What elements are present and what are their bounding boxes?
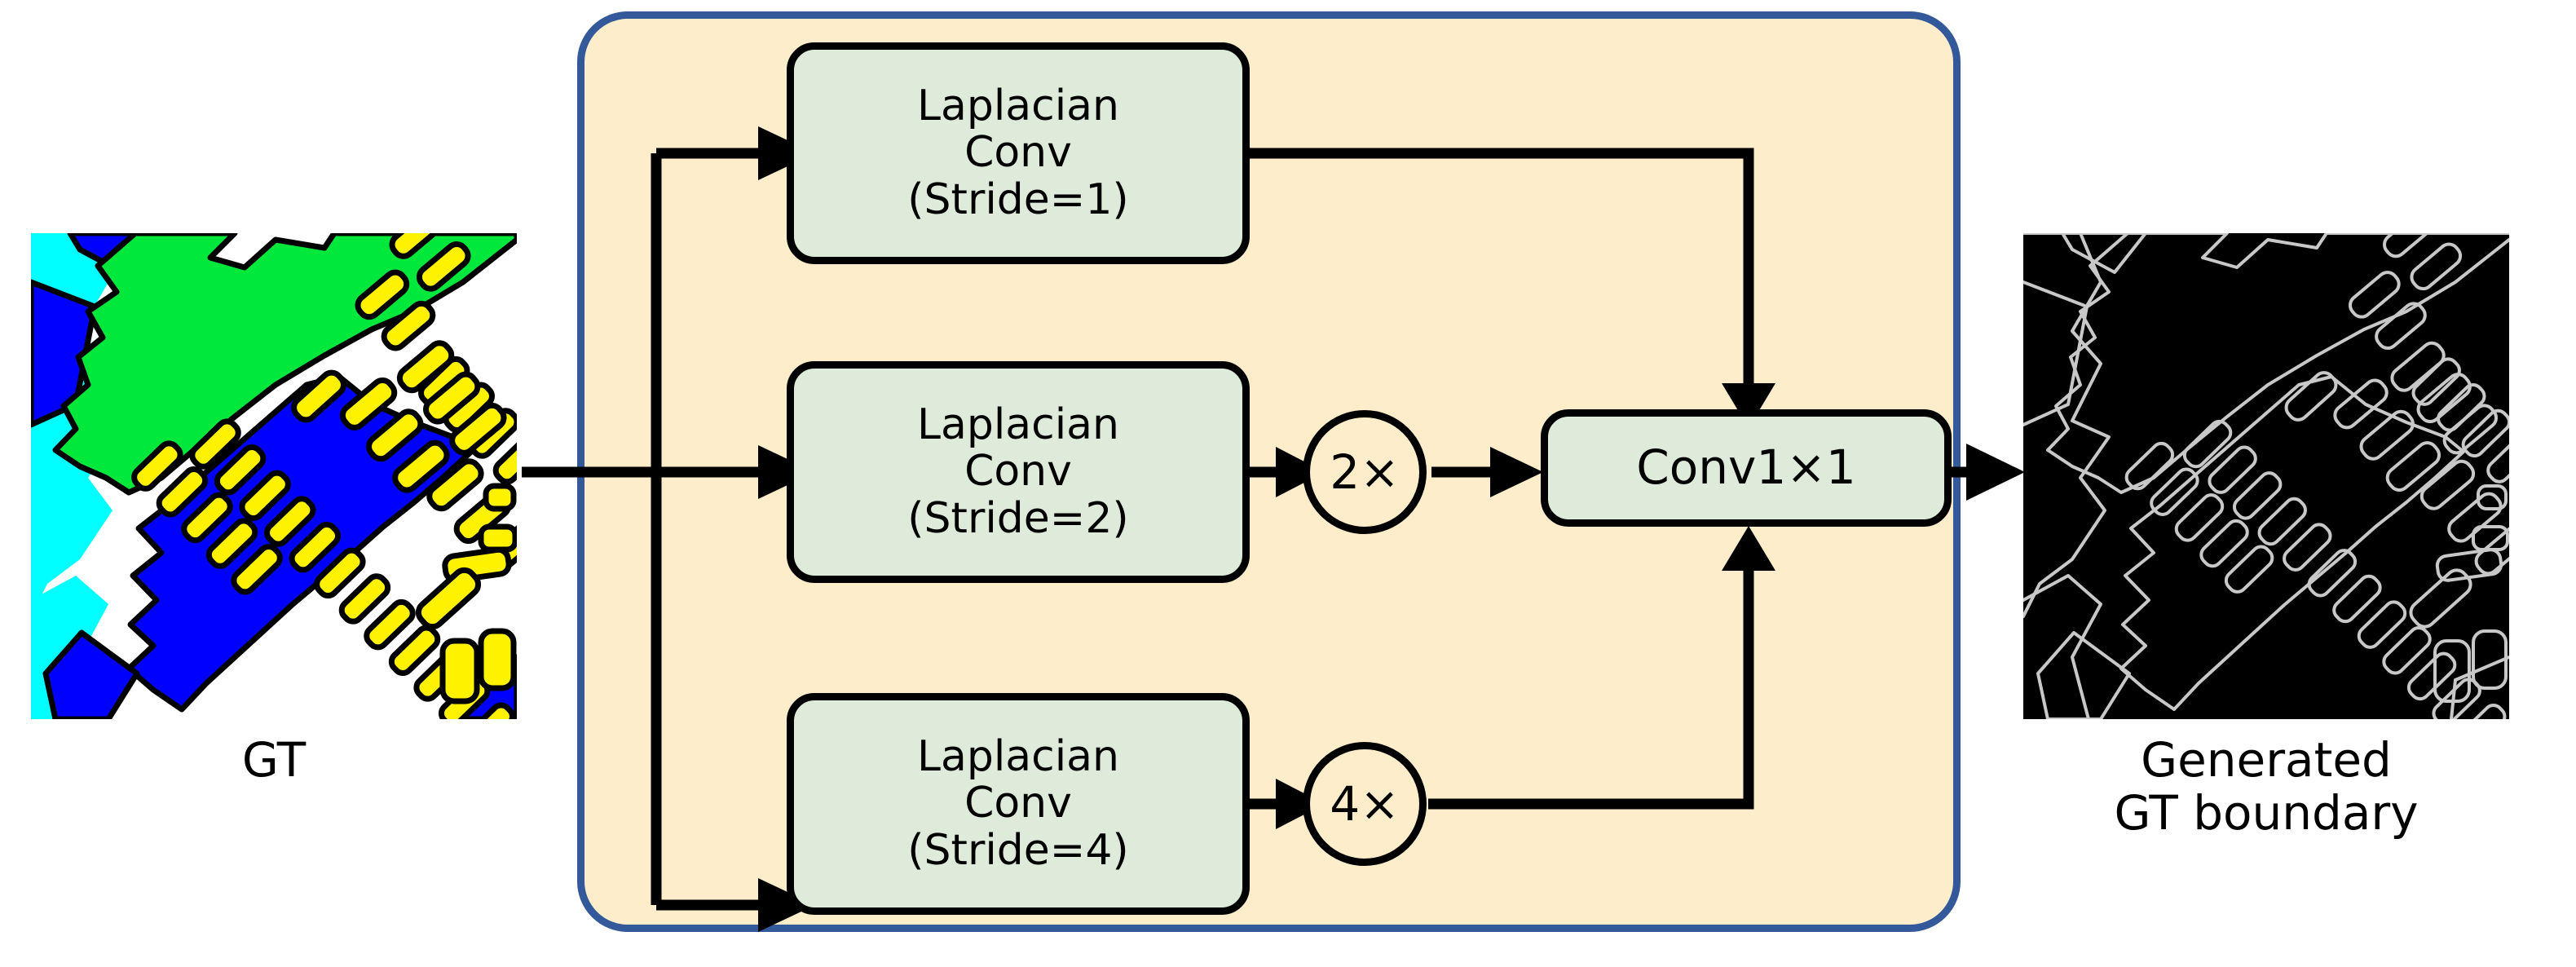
boundary-image-svg <box>2023 233 2509 719</box>
generated-boundary-image <box>2023 233 2509 719</box>
generated-boundary-caption: Generated GT boundary <box>2114 732 2419 841</box>
upsample-2x-node[interactable]: 2× <box>1303 410 1427 534</box>
gt-image-svg <box>31 233 517 719</box>
gt-segmentation-image <box>31 233 517 719</box>
upsample-4x-node[interactable]: 4× <box>1303 742 1427 866</box>
laplacian-conv-stride2-box[interactable]: Laplacian Conv (Stride=2) <box>787 361 1250 583</box>
output-arrowhead <box>1966 444 2025 501</box>
conv1x1-fusion-box[interactable]: Conv1×1 <box>1541 409 1952 527</box>
gt-caption: GT <box>241 732 307 788</box>
laplacian-conv-stride4-box[interactable]: Laplacian Conv (Stride=4) <box>787 693 1250 915</box>
laplacian-conv-stride1-box[interactable]: Laplacian Conv (Stride=1) <box>787 42 1250 264</box>
